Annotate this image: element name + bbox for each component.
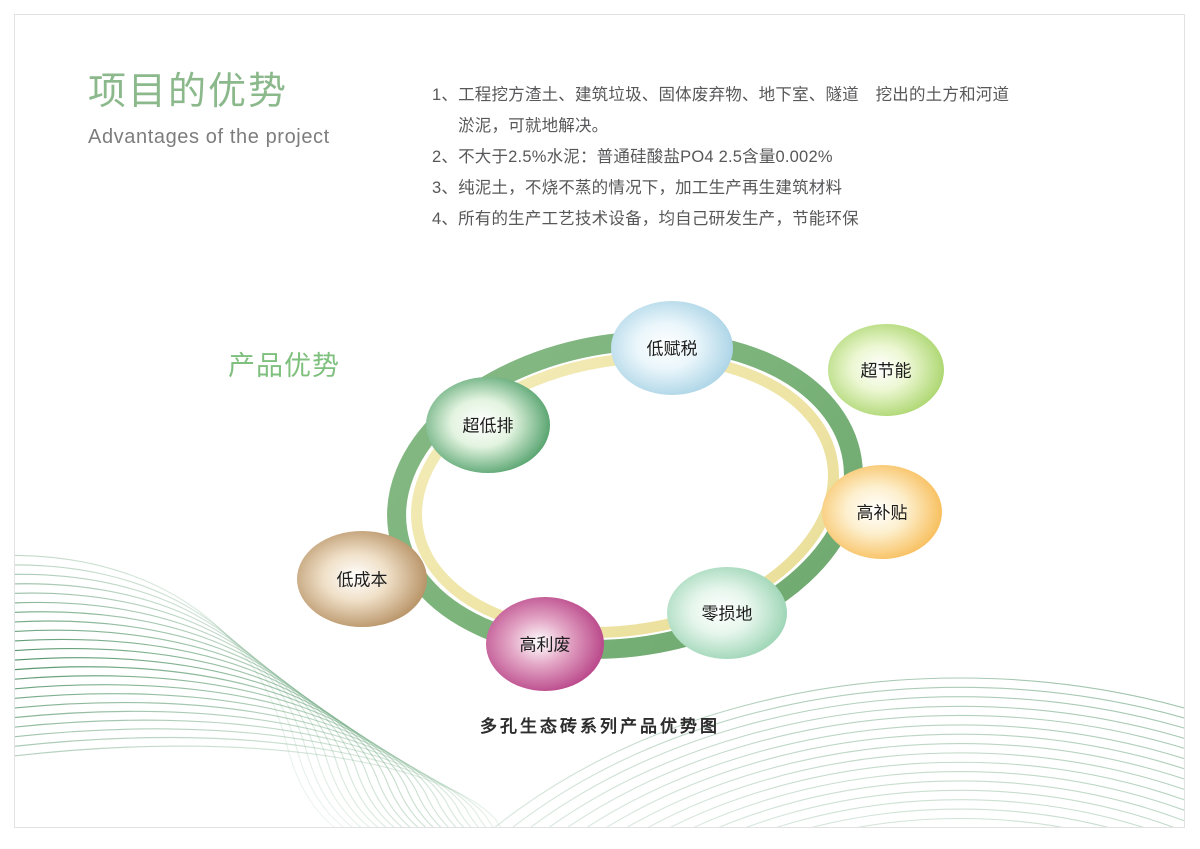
product-advantage-diagram: 低赋税超节能高补贴零损地高利废 低成本 超低排 (280, 290, 980, 710)
list-item-number: 2、 (432, 148, 459, 166)
diagram-node-4[interactable] (667, 567, 787, 659)
list-item-text: 纯泥土，不烧不蒸的情况下，加工生产再生建筑材料 (458, 179, 843, 197)
list-item-line1: 工程挖方渣土、建筑垃圾、固体废弃物、地下室、隧道 挖出的土方和河道 (458, 86, 1010, 104)
list-item-text: 不大于2.5%水泥：普通硅酸盐PO4 2.5含量0.002% (458, 148, 833, 166)
list-item: 4、 所有的生产工艺技术设备，均自己研发生产，节能环保 (432, 204, 1132, 235)
diagram-node-label: 零损地 (702, 605, 753, 624)
list-item-number: 3、 (432, 179, 459, 197)
list-item: 3、 纯泥土，不烧不蒸的情况下，加工生产再生建筑材料 (432, 173, 1132, 204)
list-item-number: 1、 (432, 86, 459, 104)
title-block: 项目的优势 Advantages of the project (88, 68, 408, 150)
diagram-caption: 多孔生态砖系列产品优势图 (0, 712, 1200, 737)
diagram-node-label: 超低排 (463, 417, 514, 436)
diagram-node-1[interactable] (611, 301, 733, 395)
page-title-en: Advantages of the project (88, 126, 330, 148)
diagram-node-label: 低赋税 (647, 340, 698, 359)
ring-band-green (387, 331, 863, 659)
list-item: 1、 工程挖方渣土、建筑垃圾、固体废弃物、地下室、隧道 挖出的土方和河道 淤泥，… (432, 80, 1132, 142)
list-item: 2、 不大于2.5%水泥：普通硅酸盐PO4 2.5含量0.002% (432, 142, 1132, 173)
diagram-node-7[interactable] (426, 377, 550, 473)
advantages-list: 1、 工程挖方渣土、建筑垃圾、固体废弃物、地下室、隧道 挖出的土方和河道 淤泥，… (432, 80, 1132, 235)
page-title-cn: 项目的优势 (88, 71, 289, 113)
diagram-node-label: 高利废 (520, 636, 571, 655)
list-item-number: 4、 (432, 210, 459, 228)
ring-band-cream (411, 352, 839, 638)
diagram-node-5[interactable] (486, 597, 604, 691)
diagram-node-label: 高补贴 (857, 504, 908, 523)
diagram-node-label: 低成本 (337, 571, 388, 590)
diagram-node-label: 超节能 (861, 362, 912, 381)
section-subtitle: 产品优势 (228, 351, 340, 381)
diagram-node-2[interactable] (828, 324, 944, 416)
diagram-node-6[interactable] (297, 531, 427, 627)
list-item-text: 所有的生产工艺技术设备，均自己研发生产，节能环保 (458, 210, 859, 228)
list-item-line2: 淤泥，可就地解决。 (458, 117, 609, 135)
cycle-ring (387, 331, 863, 659)
diagram-node-3[interactable] (822, 465, 942, 559)
list-item-text: 工程挖方渣土、建筑垃圾、固体废弃物、地下室、隧道 挖出的土方和河道 淤泥，可就地… (458, 80, 1132, 142)
diagram-caption-text: 多孔生态砖系列产品优势图 (480, 717, 720, 736)
